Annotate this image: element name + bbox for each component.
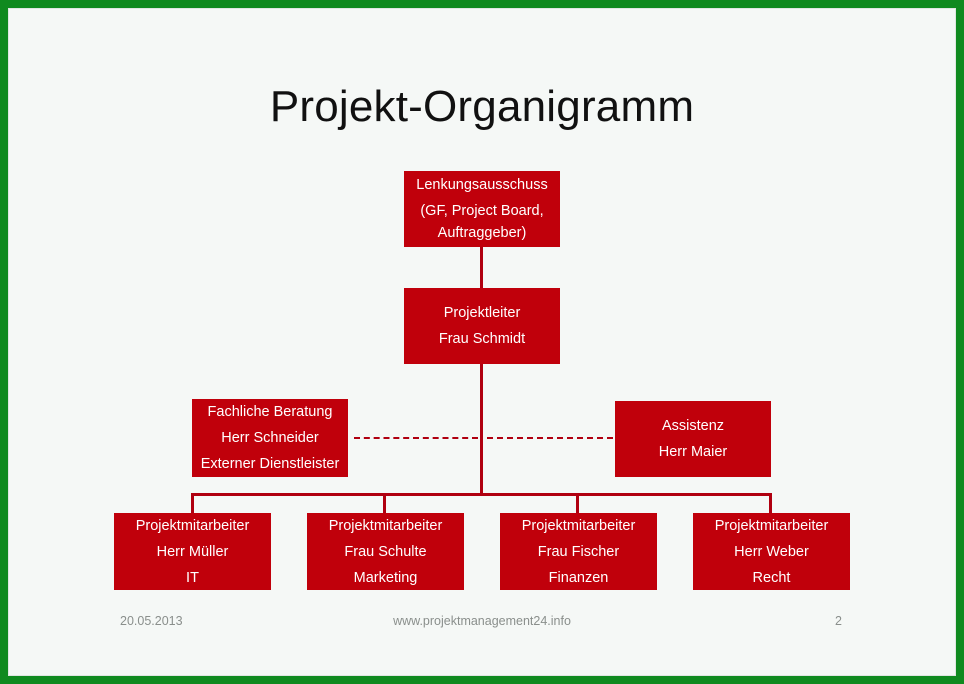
node-line: Projektmitarbeiter — [328, 517, 443, 534]
node-line: Assistenz — [661, 418, 725, 434]
node-line: Projektmitarbeiter — [521, 517, 636, 534]
footer-page-number: 2 — [835, 614, 842, 628]
node-line: Projektmitarbeiter — [714, 517, 829, 534]
node-line: Herr Müller — [156, 543, 229, 560]
node-line: Externer Dienstleister — [200, 456, 340, 472]
node-assistenz: Assistenz Herr Maier — [615, 401, 771, 477]
node-line: Marketing — [353, 569, 418, 586]
node-mitarbeiter-4: Projektmitarbeiter Herr Weber Recht — [693, 513, 850, 590]
node-line: (GF, Project Board, — [420, 203, 544, 219]
node-line: IT — [186, 569, 199, 586]
node-line: Frau Schulte — [344, 543, 427, 560]
node-projektleiter: Projektleiter Frau Schmidt — [404, 288, 560, 364]
slide-title: Projekt-Organigramm — [269, 82, 695, 131]
dashed-connector-assistenz — [487, 437, 613, 439]
node-line: Fachliche Beratung — [207, 404, 333, 420]
connector-leiter-trunk — [480, 363, 483, 496]
connector-horizontal-bar — [191, 493, 772, 496]
connector-drop-2 — [383, 493, 386, 513]
dashed-connector-beratung — [354, 437, 478, 439]
node-line: Projektmitarbeiter — [135, 517, 250, 534]
node-line: Herr Maier — [658, 444, 728, 460]
node-line: Finanzen — [548, 569, 609, 586]
connector-drop-3 — [576, 493, 579, 513]
node-line: Herr Schneider — [221, 430, 319, 446]
node-lenkungsausschuss: Lenkungsausschuss (GF, Project Board, Au… — [404, 171, 560, 247]
node-line: Herr Weber — [734, 543, 809, 560]
connector-lenkung-leiter — [480, 247, 483, 288]
footer-date: 20.05.2013 — [120, 614, 183, 628]
node-mitarbeiter-3: Projektmitarbeiter Frau Fischer Finanzen — [500, 513, 657, 590]
node-fachliche-beratung: Fachliche Beratung Herr Schneider Extern… — [192, 399, 348, 477]
footer-url: www.projektmanagement24.info — [393, 614, 571, 628]
node-line: Lenkungsausschuss — [416, 177, 548, 193]
node-mitarbeiter-2: Projektmitarbeiter Frau Schulte Marketin… — [307, 513, 464, 590]
node-line: Auftraggeber) — [437, 225, 527, 241]
connector-drop-4 — [769, 493, 772, 513]
node-line: Frau Fischer — [537, 543, 620, 560]
node-mitarbeiter-1: Projektmitarbeiter Herr Müller IT — [114, 513, 271, 590]
connector-drop-1 — [191, 493, 194, 513]
node-line: Recht — [752, 569, 791, 586]
node-line: Projektleiter — [443, 305, 521, 321]
node-line: Frau Schmidt — [438, 331, 526, 347]
